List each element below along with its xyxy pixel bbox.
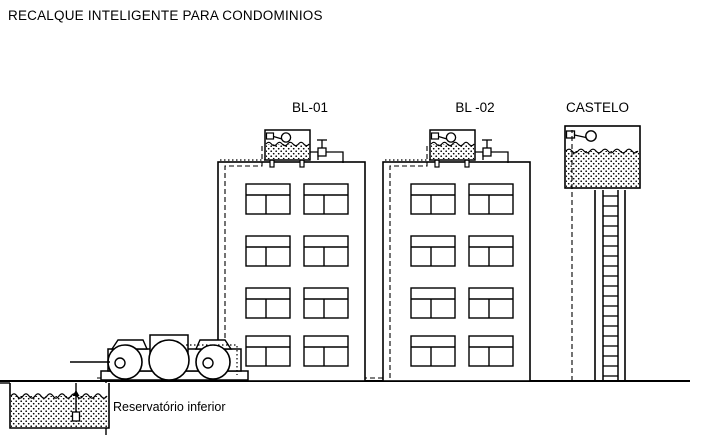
window — [245, 235, 291, 267]
water-surface — [10, 393, 108, 399]
tank-leg — [434, 159, 440, 168]
float-valve-body — [265, 132, 275, 140]
window — [303, 287, 349, 319]
tank-leg — [299, 159, 305, 168]
shutoff-valve-icon[interactable] — [317, 147, 327, 157]
water-surface — [565, 148, 639, 154]
window-group-floor-2 — [410, 235, 514, 267]
pump-shaft-left — [114, 357, 126, 369]
window-group-floor-4 — [410, 335, 514, 367]
flow-arrow-icon — [72, 390, 80, 396]
window-group-floor-3 — [410, 287, 514, 319]
tank-water — [266, 144, 309, 159]
foot-valve-icon — [71, 411, 81, 422]
window — [410, 287, 456, 319]
shutoff-valve-icon[interactable] — [482, 147, 492, 157]
window — [245, 287, 291, 319]
building-bl-01: BL-01 — [217, 100, 366, 382]
float-arm — [574, 134, 587, 139]
window — [410, 235, 456, 267]
window-group-floor-4 — [245, 335, 349, 367]
window — [303, 183, 349, 215]
window-group-floor-1 — [245, 183, 349, 215]
tower-ladder — [602, 190, 619, 381]
tank-water — [431, 144, 474, 159]
pump-control-line — [186, 344, 238, 375]
window-group-floor-3 — [245, 287, 349, 319]
float-arm — [273, 135, 283, 140]
building-bl-02: BL -02 — [382, 100, 531, 382]
float-ball-icon — [445, 132, 457, 143]
riser-pipe — [224, 146, 263, 378]
window — [303, 235, 349, 267]
window — [410, 335, 456, 367]
riser-pipe — [389, 146, 428, 378]
tank-feed-valve-bl-02 — [475, 139, 509, 163]
water-surface — [430, 141, 475, 147]
window — [410, 183, 456, 215]
window — [245, 335, 291, 367]
float-arm — [438, 135, 448, 140]
pump-set — [70, 334, 249, 435]
lower-reservoir: Reservatório inferior — [0, 382, 226, 429]
window — [468, 335, 514, 367]
window — [468, 235, 514, 267]
window — [468, 287, 514, 319]
lower-reservoir-label: Reservatório inferior — [113, 400, 226, 414]
window — [303, 335, 349, 367]
building-label-bl-02: BL -02 — [455, 100, 494, 115]
rooftop-tank-bl-02 — [429, 129, 476, 168]
water-tower-label: CASTELO — [566, 100, 629, 115]
pump-volute-center — [148, 339, 190, 381]
window — [468, 183, 514, 215]
window — [245, 183, 291, 215]
rooftop-tank-bl-01 — [264, 129, 311, 168]
pump-shaft-right — [202, 357, 214, 369]
float-valve-body — [565, 130, 576, 139]
water-tower-castelo: CASTELO — [564, 100, 641, 381]
tower-tank-water — [566, 151, 639, 187]
building-label-bl-01: BL-01 — [292, 100, 328, 115]
reservoir-water — [11, 396, 108, 427]
window-group-floor-2 — [245, 235, 349, 267]
float-ball-icon — [585, 130, 597, 142]
window-group-floor-1 — [410, 183, 514, 215]
water-surface — [265, 141, 310, 147]
tank-leg — [464, 159, 470, 168]
tank-feed-valve-bl-01 — [310, 139, 344, 163]
float-ball-icon — [280, 132, 292, 143]
ladder-rungs — [603, 195, 618, 377]
float-valve-body — [430, 132, 440, 140]
tank-leg — [269, 159, 275, 168]
page-title: RECALQUE INTELIGENTE PARA CONDOMINIOS — [8, 8, 323, 23]
